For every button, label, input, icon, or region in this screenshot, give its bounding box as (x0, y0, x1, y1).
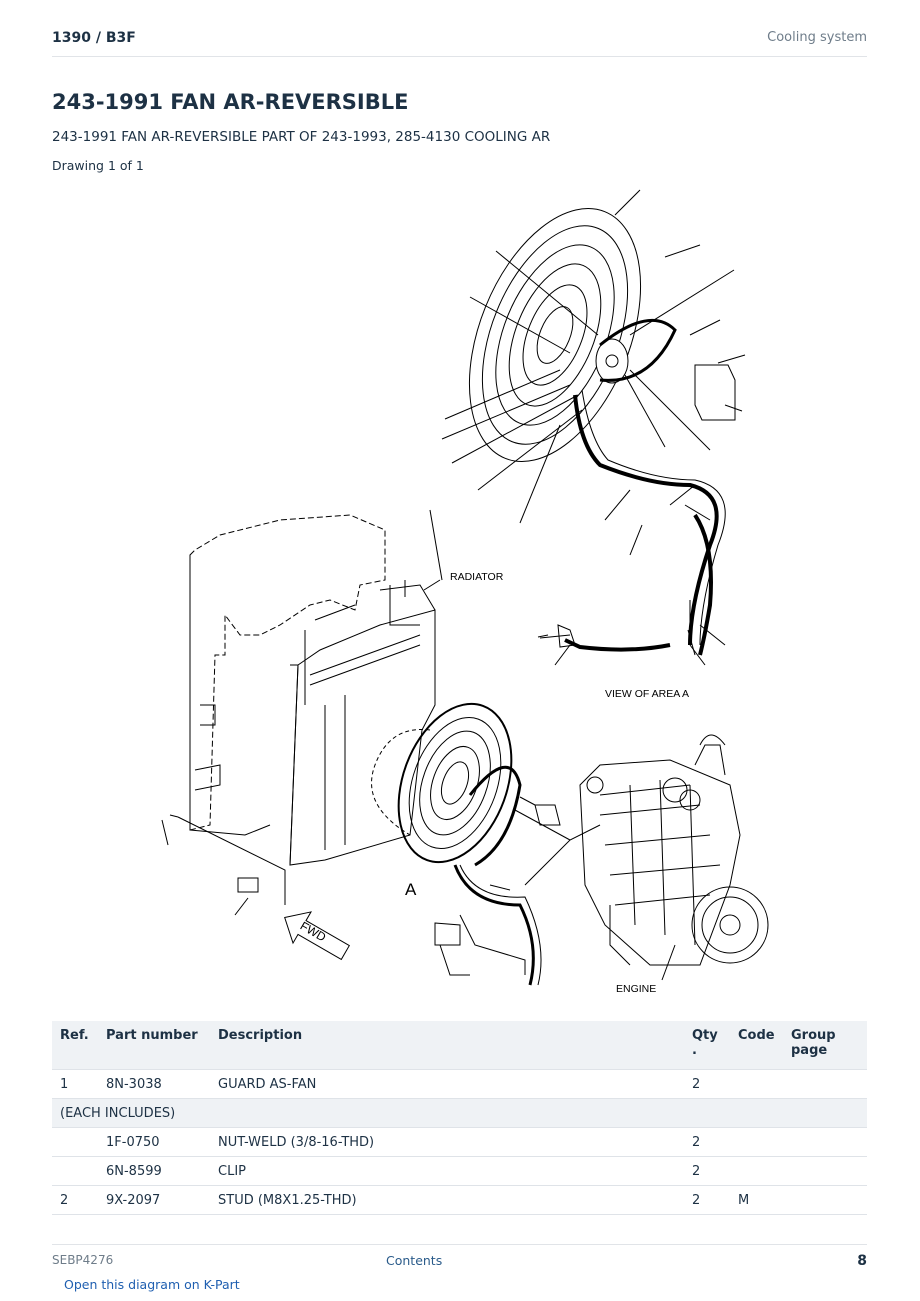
cell-note: (EACH INCLUDES) (52, 1098, 867, 1128)
engine-label: ENGINE (616, 983, 656, 995)
cell-description: GUARD AS-FAN (210, 1069, 684, 1099)
model-label: 1390 / B3F (52, 30, 136, 46)
cell-description: CLIP (210, 1156, 684, 1186)
contents-link[interactable]: Contents (386, 1253, 443, 1268)
cell-ref (52, 1156, 98, 1186)
cell-qty: 2 (684, 1069, 730, 1099)
view-area-label: VIEW OF AREA A (605, 688, 689, 700)
document-id: SEBP4276 (52, 1253, 114, 1267)
parts-diagram: RADIATOR VIEW OF AREA A A FWD ENGINE (130, 185, 790, 1000)
cell-code (730, 1156, 783, 1186)
diagram-svg: RADIATOR VIEW OF AREA A A FWD ENGINE (161, 189, 769, 995)
drawing-count: Drawing 1 of 1 (52, 158, 144, 173)
cell-part-number: 9X-2097 (98, 1185, 210, 1215)
cell-code: M (730, 1185, 783, 1215)
fwd-arrow (284, 911, 350, 961)
cell-part-number: 6N-8599 (98, 1156, 210, 1186)
cell-description: STUD (M8X1.25-THD) (210, 1185, 684, 1215)
page-number: 8 (857, 1253, 867, 1269)
cell-description: NUT-WELD (3/8-16-THD) (210, 1127, 684, 1157)
radiator-drawing (161, 514, 441, 916)
cell-ref: 1 (52, 1069, 98, 1099)
open-kpart-link[interactable]: Open this diagram on K-Part (64, 1277, 240, 1292)
col-part-number: Part number (98, 1021, 210, 1070)
cell-part-number: 1F-0750 (98, 1127, 210, 1157)
parts-table: Ref. Part number Description Qty . Code … (52, 1021, 867, 1215)
cell-ref: 2 (52, 1185, 98, 1215)
table-row: 2 9X-2097 STUD (M8X1.25-THD) 2 M (52, 1185, 867, 1215)
page-title: 243-1991 FAN AR-REVERSIBLE (52, 90, 409, 114)
cell-code (730, 1127, 783, 1157)
page-header: 1390 / B3F Cooling system (52, 28, 867, 57)
cell-group-page (783, 1069, 867, 1099)
col-group-page: Group page (783, 1021, 867, 1070)
page-subtitle: 243-1991 FAN AR-REVERSIBLE PART OF 243-1… (52, 129, 551, 145)
cell-group-page (783, 1156, 867, 1186)
cell-qty: 2 (684, 1127, 730, 1157)
cell-code (730, 1069, 783, 1099)
cell-part-number: 8N-3038 (98, 1069, 210, 1099)
fwd-label: FWD (298, 919, 329, 945)
radiator-label: RADIATOR (450, 571, 504, 583)
cell-qty: 2 (684, 1156, 730, 1186)
table-note-row: (EACH INCLUDES) (52, 1098, 867, 1128)
section-label: Cooling system (767, 30, 867, 45)
cell-group-page (783, 1185, 867, 1215)
table-row: 1 8N-3038 GUARD AS-FAN 2 (52, 1069, 867, 1099)
fan-detail-drawing (441, 189, 746, 666)
col-qty: Qty . (684, 1021, 730, 1070)
page-footer: SEBP4276 Contents 8 Open this diagram on… (52, 1244, 867, 1301)
engine-drawing (579, 734, 769, 981)
col-code: Code (730, 1021, 783, 1070)
small-fan-drawing (397, 702, 601, 986)
table-header-row: Ref. Part number Description Qty . Code … (52, 1021, 867, 1070)
cell-qty: 2 (684, 1185, 730, 1215)
col-description: Description (210, 1021, 684, 1070)
cell-group-page (783, 1127, 867, 1157)
table-row: 6N-8599 CLIP 2 (52, 1156, 867, 1186)
col-ref: Ref. (52, 1021, 98, 1070)
cell-ref (52, 1127, 98, 1157)
area-a-label: A (405, 880, 417, 899)
diagram-labels: RADIATOR VIEW OF AREA A A FWD ENGINE (298, 571, 689, 995)
table-row: 1F-0750 NUT-WELD (3/8-16-THD) 2 (52, 1127, 867, 1157)
